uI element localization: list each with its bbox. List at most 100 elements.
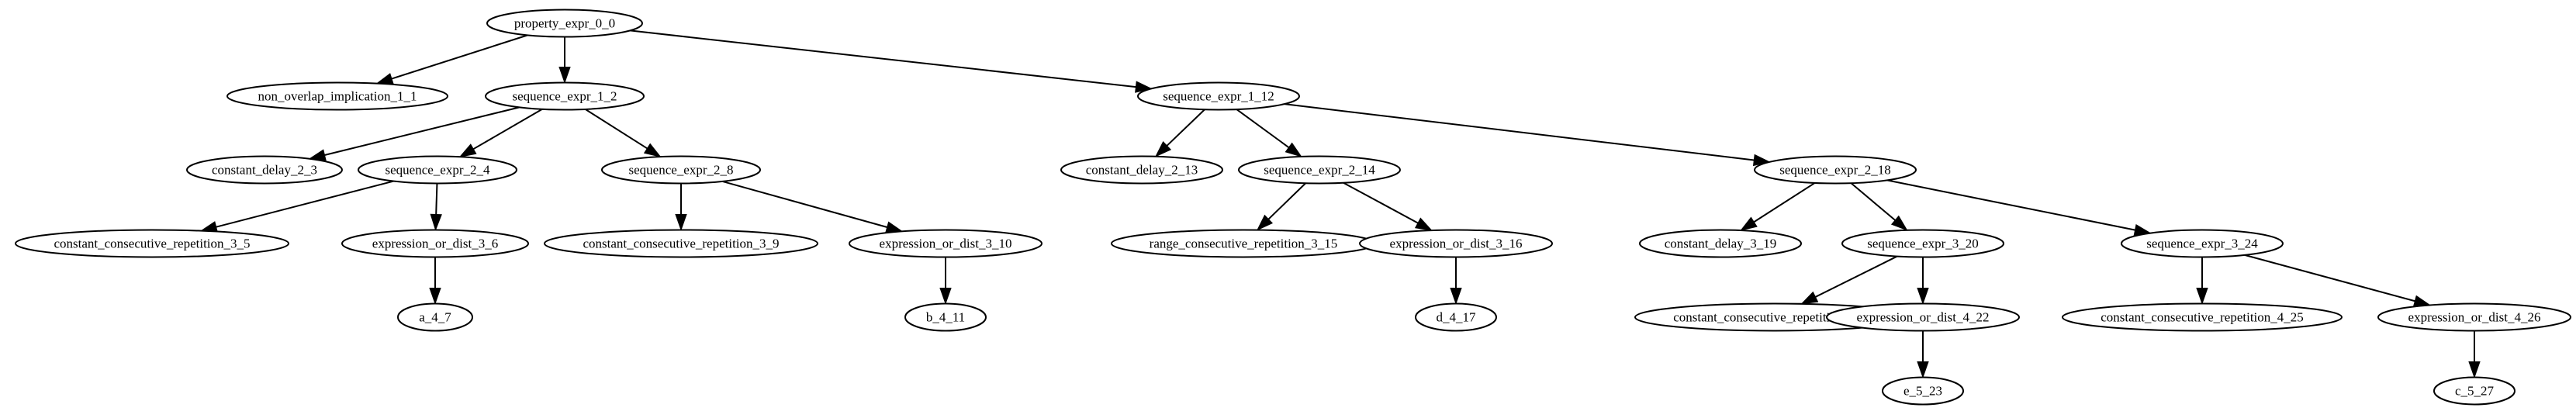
arrowhead-icon [2196, 288, 2208, 306]
arrowhead-icon [1450, 288, 1462, 306]
edge-line [585, 109, 648, 150]
edge-line [1343, 181, 1419, 224]
edge-line [1166, 109, 1205, 147]
node-ellipse [397, 302, 473, 332]
edge-line [1814, 255, 1898, 298]
node-ellipse [1238, 155, 1401, 185]
tree-node: sequence_expr_3_20 [1841, 229, 2004, 258]
tree-node: a_4_7 [397, 302, 473, 332]
edge-n0-to-n2 [558, 36, 571, 85]
tree-node: sequence_expr_3_24 [2121, 229, 2284, 258]
node-label: constant_consecutive_repetition_3_5 [54, 237, 250, 251]
edge-n18-to-n24 [2196, 257, 2208, 306]
tree-node: property_expr_0_0 [486, 9, 643, 38]
tree-node: constant_delay_2_3 [186, 155, 343, 185]
node-label: non_overlap_implication_1_1 [258, 89, 417, 104]
node-ellipse [544, 229, 818, 258]
node-label: range_consecutive_repetition_3_15 [1150, 237, 1338, 251]
node-ellipse [1882, 376, 1964, 406]
node-label: property_expr_0_0 [514, 16, 615, 31]
node-label: constant_consecutive_repetition_4_21 [1673, 310, 1876, 325]
node-label: sequence_expr_2_4 [385, 163, 490, 178]
arrowhead-icon [558, 67, 571, 85]
tree-node: sequence_expr_1_12 [1137, 81, 1300, 111]
node-ellipse [358, 155, 517, 185]
edge-line [472, 108, 543, 150]
arrowhead-icon [675, 214, 687, 232]
node-ellipse [186, 155, 343, 185]
tree-node: expression_or_dist_4_22 [1826, 302, 2020, 332]
edge-line [722, 180, 887, 228]
arrowhead-icon [429, 288, 441, 306]
tree-node: range_consecutive_repetition_3_15 [1111, 229, 1376, 258]
node-label: e_5_23 [1903, 384, 1942, 399]
edge-n6-to-n12 [675, 183, 687, 232]
edge-line [1886, 179, 2135, 231]
node-ellipse [1415, 302, 1497, 332]
tree-node: e_5_23 [1882, 376, 1964, 406]
node-label: expression_or_dist_3_10 [880, 237, 1012, 251]
edge-n5-to-n10 [199, 180, 394, 233]
node-label: expression_or_dist_3_6 [372, 237, 498, 251]
node-label: expression_or_dist_4_26 [2408, 310, 2541, 325]
arrowhead-icon [1740, 216, 1758, 231]
nodes-layer: property_expr_0_0 non_overlap_implication… [15, 9, 2571, 406]
arrowhead-icon [430, 213, 442, 232]
node-label: sequence_expr_2_14 [1264, 163, 1375, 178]
node-label: a_4_7 [419, 310, 451, 325]
edge-n25-to-n27 [2468, 330, 2481, 379]
arrowhead-icon [458, 143, 477, 157]
arrowhead-icon [1414, 217, 1433, 231]
node-ellipse [485, 81, 645, 111]
node-ellipse [601, 155, 761, 185]
arrowhead-icon [1917, 288, 1929, 306]
node-ellipse [2377, 302, 2571, 332]
edge-n9-to-n18 [1886, 179, 2152, 237]
edge-line [324, 106, 520, 156]
node-label: constant_delay_3_19 [1665, 237, 1776, 251]
arrowhead-icon [1256, 214, 1274, 231]
arrowhead-icon [1800, 291, 1819, 305]
arrowhead-icon [939, 288, 952, 306]
node-ellipse [1137, 81, 1300, 111]
node-label: b_4_11 [926, 310, 965, 325]
node-ellipse [2062, 302, 2343, 332]
node-label: constant_consecutive_repetition_4_25 [2101, 310, 2304, 325]
tree-node: d_4_17 [1415, 302, 1497, 332]
edge-n0-to-n1 [375, 34, 528, 85]
tree-node: expression_or_dist_3_16 [1359, 229, 1553, 258]
edge-n11-to-n19 [429, 257, 441, 306]
tree-node: sequence_expr_2_14 [1238, 155, 1401, 185]
tree-node: c_5_27 [2433, 376, 2515, 406]
edge-n5-to-n11 [430, 183, 442, 232]
node-ellipse [904, 302, 987, 332]
node-ellipse [226, 81, 448, 111]
node-label: d_4_17 [1437, 310, 1477, 325]
node-label: sequence_expr_3_24 [2146, 237, 2258, 251]
node-label: sequence_expr_3_20 [1867, 237, 1979, 251]
tree-node: sequence_expr_2_8 [601, 155, 761, 185]
node-label: c_5_27 [2455, 384, 2495, 399]
tree-node: constant_consecutive_repetition_3_5 [15, 229, 289, 258]
edge-line [1284, 103, 1755, 161]
node-label: constant_consecutive_repetition_3_9 [583, 237, 779, 251]
edge-line [630, 29, 1136, 88]
tree-node: constant_delay_3_19 [1639, 229, 1802, 258]
node-ellipse [849, 229, 1043, 258]
node-label: sequence_expr_2_8 [628, 163, 733, 178]
edge-n17-to-n22 [1800, 255, 1898, 305]
edge-n9-to-n17 [1850, 182, 1908, 231]
edge-n2-to-n6 [585, 109, 662, 157]
node-ellipse [15, 229, 289, 258]
node-ellipse [1826, 302, 2020, 332]
node-ellipse [1060, 155, 1223, 185]
arrowhead-icon [2468, 361, 2481, 379]
arrowhead-icon [375, 73, 394, 85]
node-ellipse [1841, 229, 2004, 258]
edge-line [1753, 182, 1816, 223]
node-ellipse [1754, 155, 1917, 185]
edge-line [435, 183, 438, 215]
node-label: expression_or_dist_4_22 [1857, 310, 1990, 325]
tree-node: sequence_expr_2_18 [1754, 155, 1917, 185]
node-label: sequence_expr_1_2 [512, 89, 617, 104]
